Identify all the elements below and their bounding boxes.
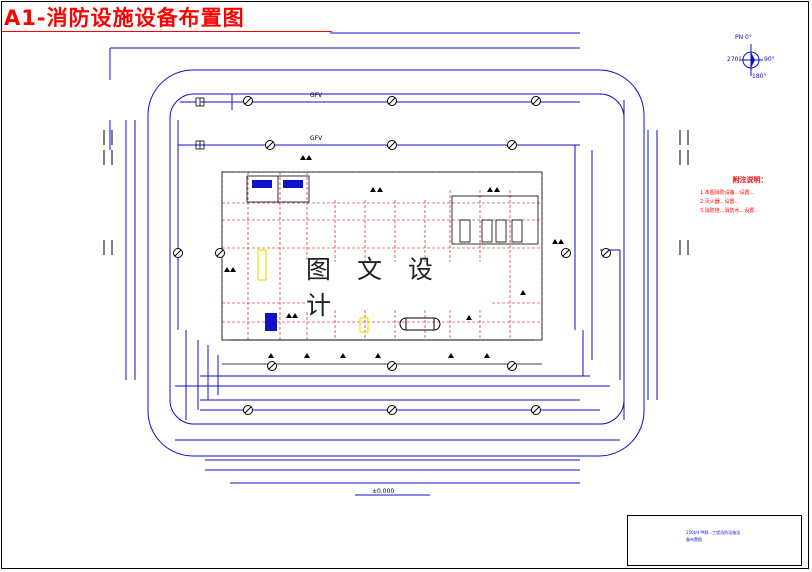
compass-west-label: 270° (727, 56, 742, 63)
drawing-title: A1-消防设施设备布置图 (4, 6, 245, 30)
title-block-drawing-title: 150t/d 甲醇...工程消防设施设备布置图 (686, 530, 741, 542)
compass-east-label: 90° (764, 56, 775, 63)
notes-panel: 附注说明： 1.本图消防设备...设置... 2.灭火器...设置... 3.消… (700, 176, 800, 216)
note-item: 2.灭火器...设置... (700, 199, 740, 205)
watermark-stamp: 图 文 设 计 (306, 255, 492, 320)
pipe-label-lower: GFV (310, 135, 323, 142)
compass-north-label: PN 0° (735, 34, 752, 41)
title-underline (2, 31, 332, 32)
ground-elevation-label: ±0.000 (372, 488, 395, 495)
note-item: 1.本图消防设备...设置... (700, 190, 755, 196)
title-block (627, 515, 802, 566)
compass-south-label: 180° (752, 73, 767, 80)
note-item: 3.消防栓...消防水...设置... (700, 208, 760, 214)
notes-title: 附注说明： (732, 176, 768, 184)
pipe-label-upper: GFV (310, 92, 323, 99)
